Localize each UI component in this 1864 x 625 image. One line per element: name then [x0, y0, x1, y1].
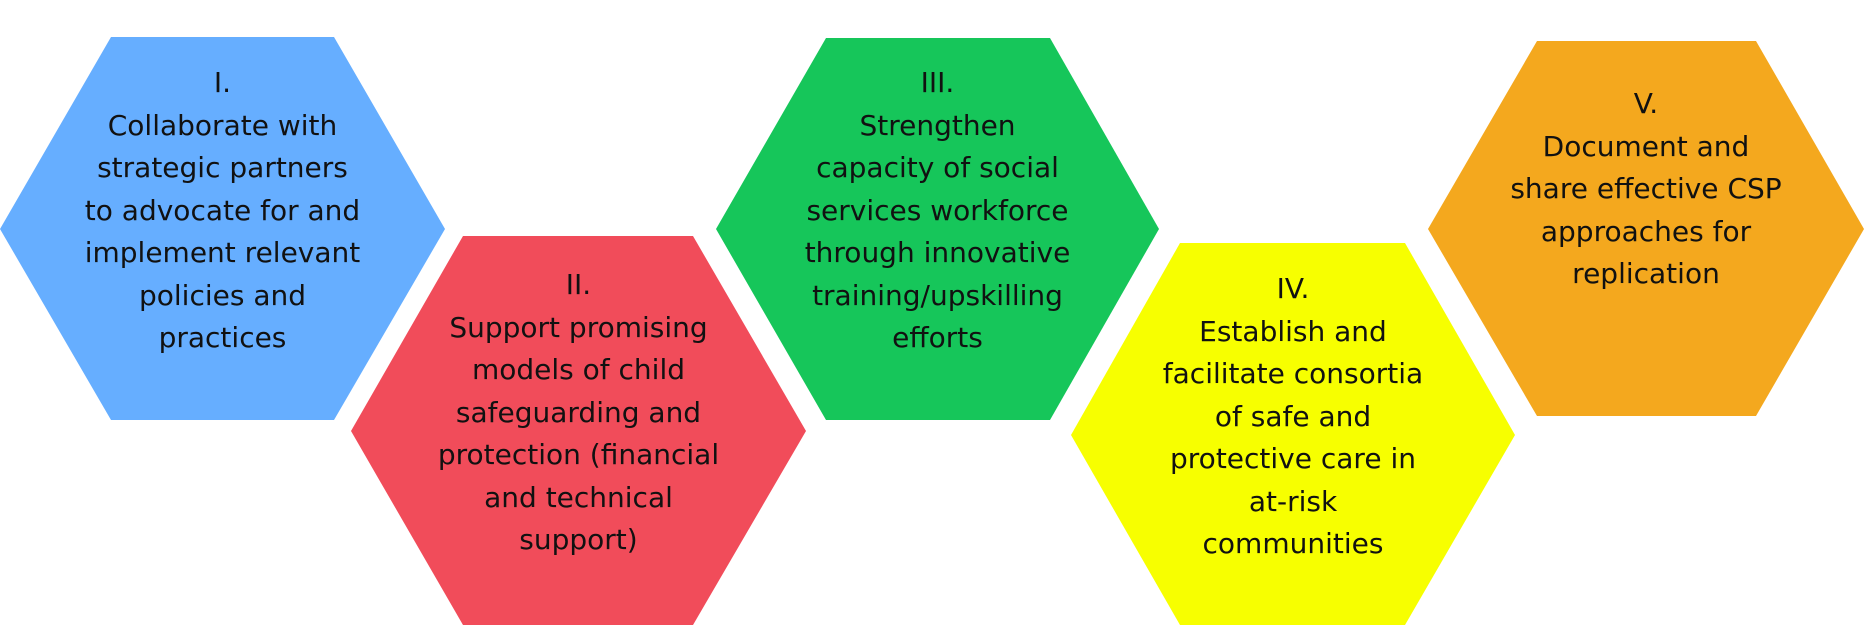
hexagon-5-line: share effective CSP — [1510, 172, 1782, 205]
hexagon-1-line: practices — [158, 321, 287, 354]
hexagon-4 — [1071, 243, 1515, 625]
hexagon-2-text: II. Support promising models of child sa… — [389, 264, 768, 562]
hexagon-3-line: services workforce — [806, 193, 1069, 227]
hexagon-2-line: and technical — [484, 480, 673, 514]
hexagon-1-text: I. Collaborate with strategic partners t… — [37, 62, 408, 360]
hexagon-1-line: strategic partners — [97, 151, 348, 184]
hexagon-3-line: through innovative — [804, 236, 1071, 269]
hexagon-4-line: at-risk — [1248, 484, 1338, 518]
hexagon-2-line: safeguarding and — [455, 395, 702, 429]
hexagon-1-line: implement relevant — [84, 236, 361, 269]
hexagon-5-line: approaches for — [1540, 214, 1752, 248]
hexagon-4-line: Establish and — [1199, 314, 1387, 348]
hexagon-1-line: to advocate for and — [84, 193, 361, 227]
hexagon-1 — [0, 37, 445, 420]
hexagon-2-numeral: II. — [565, 268, 592, 301]
hexagon-4-line: communities — [1202, 527, 1384, 560]
hexagon-2-line: support) — [519, 523, 638, 556]
hexagon-4-line: protective care in — [1170, 442, 1416, 475]
hexagon-1-numeral: I. — [213, 66, 232, 99]
hexagon-2-line: models of child — [471, 353, 686, 386]
hexagon-2-line: Support promising — [449, 310, 708, 344]
hexagon-4-line: of safe and — [1214, 399, 1372, 433]
hexagon-3-line: efforts — [892, 321, 983, 354]
hexagon-4-line: facilitate consortia — [1162, 357, 1424, 390]
hexagon-3-line: Strengthen — [859, 108, 1016, 142]
hexagon-4-text: IV. Establish and facilitate consortia o… — [1108, 268, 1478, 566]
hexagon-5-numeral: V. — [1633, 87, 1659, 120]
hexagon-5 — [1428, 41, 1864, 416]
hexagon-3-line: training/upskilling — [812, 278, 1063, 312]
hexagon-4-numeral: IV. — [1276, 272, 1310, 305]
hexagon-2 — [351, 236, 806, 625]
hexagon-1-line: policies and — [138, 278, 307, 312]
hexagon-5-line: Document and — [1542, 129, 1750, 163]
hexagon-3-text: III. Strengthen capacity of social servi… — [753, 62, 1122, 360]
hexagon-1-line: Collaborate with — [107, 108, 338, 142]
hexagon-3-numeral: III. — [920, 66, 955, 99]
hexagon-3 — [716, 38, 1159, 420]
hexagon-5-text: V. Document and share effective CSP appr… — [1464, 83, 1828, 296]
hexagon-2-line: protection (financial — [437, 438, 720, 471]
hexagon-5-line: replication — [1572, 257, 1720, 290]
hexagon-3-line: capacity of social — [816, 151, 1059, 184]
